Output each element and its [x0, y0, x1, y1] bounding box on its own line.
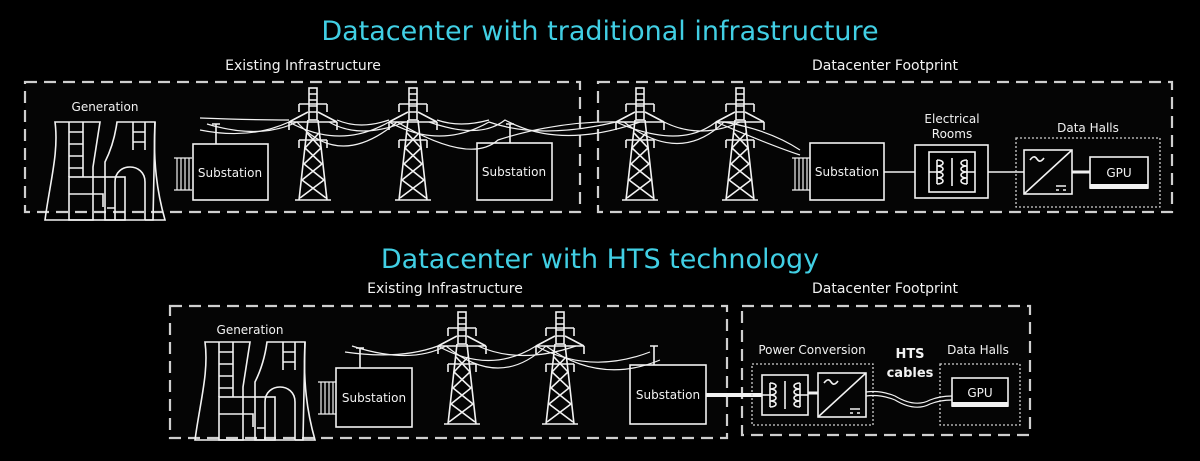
substation-label: Substation: [815, 165, 879, 179]
substation-label: Substation: [342, 391, 406, 405]
dashed-boundary: [740, 304, 1032, 437]
substation-label: Substation: [482, 165, 546, 179]
generation-label: Generation: [72, 100, 139, 114]
power-conversion-label: Power Conversion: [758, 343, 865, 357]
top-power-lines: [199, 117, 801, 156]
section-label: Existing Infrastructure: [367, 281, 523, 297]
section-label: Existing Infrastructure: [225, 58, 381, 74]
section-label: Datacenter Footprint: [812, 58, 958, 74]
gpu-box: [1089, 156, 1149, 189]
power-conversion-boundary: [751, 363, 874, 426]
bottom-datacenter-footprint: Datacenter Footprint Power Conversion HT…: [706, 281, 1032, 437]
electrical-rooms-label: Electrical: [924, 112, 979, 126]
top-datacenter-footprint: Datacenter Footprint Substation Electric…: [596, 58, 1174, 214]
substation-label: Substation: [636, 388, 700, 402]
bottom-existing-infrastructure: Existing Infrastructure Generation Subst…: [168, 281, 729, 441]
gpu-label: GPU: [1106, 166, 1131, 180]
section-label: Datacenter Footprint: [812, 281, 958, 297]
gpu-base: [952, 402, 1008, 407]
electrical-rooms-label: Rooms: [932, 127, 972, 141]
generation-label: Generation: [217, 323, 284, 337]
data-halls-label: Data Halls: [947, 343, 1009, 357]
substation-box: [476, 142, 553, 201]
hts-cables-label: cables: [887, 366, 934, 381]
top-title: Datacenter with traditional infrastructu…: [321, 16, 878, 47]
gpu-box: [951, 377, 1009, 407]
substation-box: [192, 143, 269, 201]
substation-box: [629, 364, 707, 425]
bottom-title: Datacenter with HTS technology: [381, 244, 819, 275]
data-halls-boundary: [939, 363, 1021, 426]
top-existing-infrastructure: Existing Infrastructure Generation Subst…: [23, 58, 582, 221]
gpu-base: [1090, 184, 1148, 189]
gpu-label: GPU: [967, 386, 992, 400]
dashed-boundary: [596, 80, 1174, 214]
substation-box: [335, 367, 413, 428]
substation-label: Substation: [198, 166, 262, 180]
hts-cables-label: HTS: [895, 347, 924, 362]
data-halls-boundary: [1015, 137, 1161, 208]
data-halls-label: Data Halls: [1057, 121, 1119, 135]
